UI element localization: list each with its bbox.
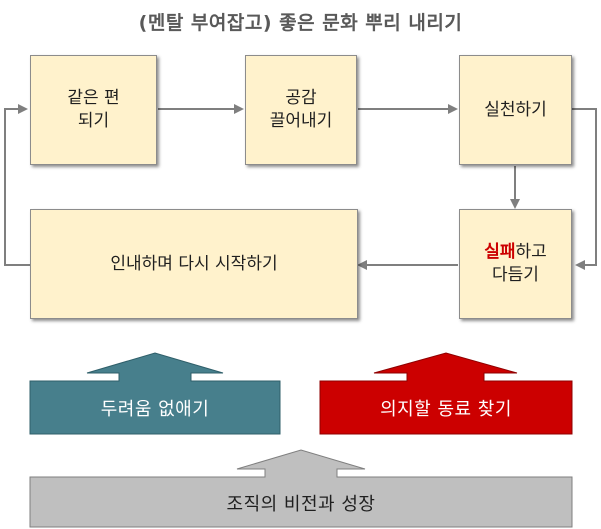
step-fail-refine-line2: 다듬기 [492,265,539,285]
step-practice-label: 실천하기 [484,99,547,120]
step-empathy-box: 공감 끌어내기 [245,55,357,165]
arrow-step3-loop-right [572,108,597,270]
find-peers-label: 의지할 동료 찾기 [380,399,512,420]
red-up-arrow-block [319,352,573,435]
remove-fear-label: 두려움 없애기 [100,399,210,420]
step-empathy-line2: 끌어내기 [269,111,333,131]
diagram-title: (멘탈 부여잡고) 좋은 문화 뿌리 내리기 [138,12,463,34]
step-same-team-line1: 같은 편 [67,88,120,109]
step-fail-refine-line1: 실패하고 [484,241,547,264]
fail-rest-text: 하고 [515,242,547,263]
step-persevere-label: 인내하며 다시 시작하기 [110,253,278,274]
step-persevere-box: 인내하며 다시 시작하기 [30,209,358,319]
fail-accent-text: 실패 [484,242,516,263]
gray-up-arrow-block [29,449,573,528]
step-same-team-box: 같은 편 되기 [30,55,157,165]
teal-up-arrow-block [29,352,281,435]
step-empathy-line1: 공감 [285,88,317,109]
vision-growth-label: 조직의 비전과 성장 [226,493,376,515]
step-same-team-line2: 되기 [77,111,110,131]
arrow-step5-to-step1 [4,104,30,266]
step-fail-refine-box: 실패하고 다듬기 [459,209,572,319]
step-practice-box: 실천하기 [459,55,572,165]
